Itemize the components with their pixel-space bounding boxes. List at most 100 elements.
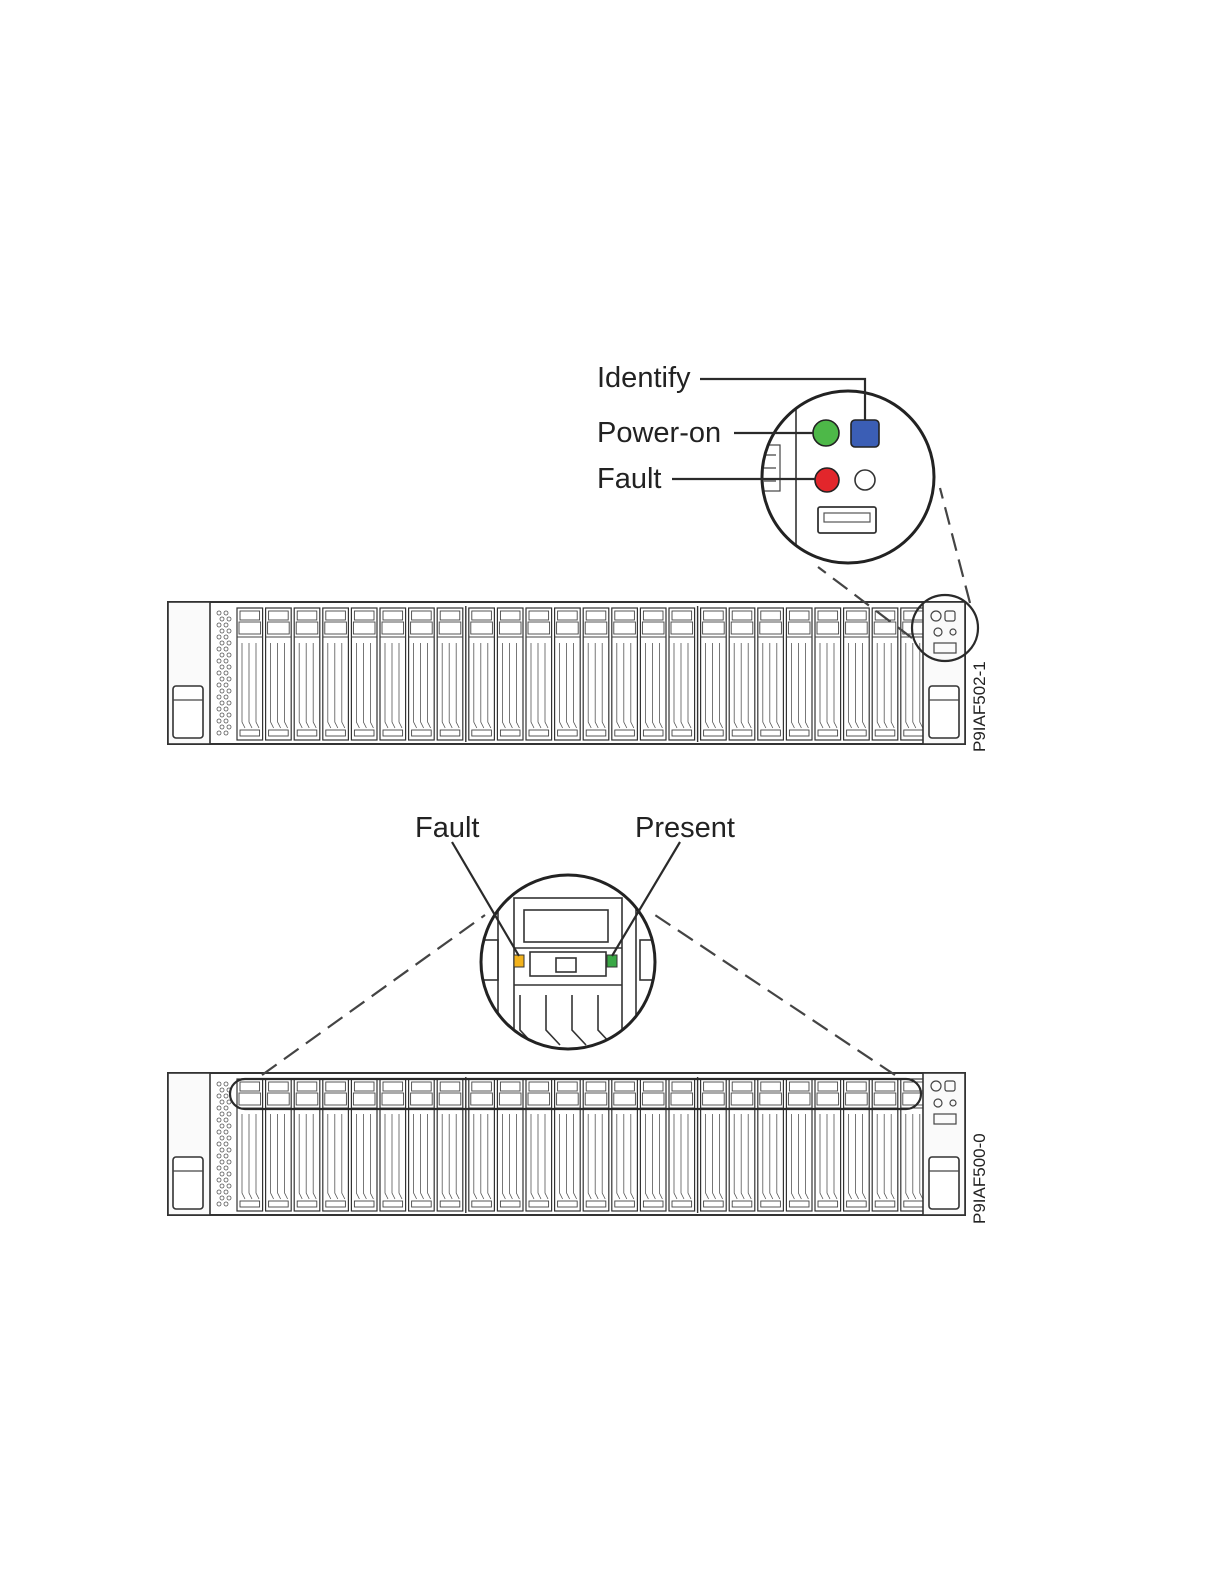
drive-bay [583,1079,609,1211]
drive-bay [815,608,841,740]
right-handle [929,1157,959,1209]
bay-outline [872,1079,898,1211]
drive-bay [555,1079,581,1211]
drive-bay [351,1079,377,1211]
drive-bay [786,608,812,740]
drive-bay [844,1079,870,1211]
bay-outline [612,608,638,740]
bay-outline [729,1079,755,1211]
drive-fault-label: Fault [415,812,479,844]
drive-bay [266,608,292,740]
bay-outline [526,1079,552,1211]
drive-bay [526,1079,552,1211]
bay-outline [583,608,609,740]
bay-outline [437,608,463,740]
bay-outline [526,608,552,740]
control-panel-zoom [760,380,934,600]
power-on-led [813,420,839,446]
drive-bay [729,1079,755,1211]
bay-outline [351,608,377,740]
drive-bay [872,608,898,740]
bay-outline [469,608,495,740]
drive-bay [640,608,666,740]
bay-outline [266,1079,292,1211]
bay-outline [409,1079,435,1211]
bay-outline [669,1079,695,1211]
drive-bay [497,608,523,740]
bay-outline [758,1079,784,1211]
bay-outline [294,1079,320,1211]
drive-bay [437,608,463,740]
drive-bay [469,608,495,740]
bay-outline [701,1079,727,1211]
drive-bay [409,608,435,740]
bay-outline [555,608,581,740]
fault-led [815,468,839,492]
drive-bay [758,608,784,740]
identify-label: Identify [597,362,691,394]
left-handle [173,1157,203,1209]
drive-bay [497,1079,523,1211]
drive-bay [237,608,263,740]
drive-bay [237,1079,263,1211]
bay-outline [701,608,727,740]
bay-outline [237,1079,263,1211]
drive-present-led [607,955,617,967]
drive-bay [844,608,870,740]
drive-bay [786,1079,812,1211]
drive-bay [669,608,695,740]
bay-outline [323,1079,349,1211]
drive-present-label: Present [635,812,735,844]
drive-fault-led [514,955,524,967]
bay-outline [815,608,841,740]
drive-bay [612,608,638,740]
figure-bottom: Fault Present P9IAF500-0 [168,812,989,1224]
bay-outline [437,1079,463,1211]
bay-outline [469,1079,495,1211]
drive-label-window [524,910,608,942]
drive-bay [380,1079,406,1211]
drive-bay [469,1079,495,1211]
server-chassis-bottom [168,1073,965,1215]
fault-label: Fault [597,463,661,495]
drive-bay [815,1079,841,1211]
server-chassis-top [168,602,965,744]
bay-outline [266,608,292,740]
bay-outline [729,608,755,740]
bay-outline [323,608,349,740]
drive-bay [612,1079,638,1211]
drive-bay [437,1079,463,1211]
drive-bay [872,1079,898,1211]
bay-outline [758,608,784,740]
bay-outline [640,1079,666,1211]
bay-outline [612,1079,638,1211]
zoom-guide-right [940,488,970,603]
bay-outline [497,608,523,740]
drive-bay [266,1079,292,1211]
drive-bay [323,608,349,740]
bay-outline [294,608,320,740]
drive-bay [294,1079,320,1211]
bay-outline [409,608,435,740]
usb-port-inner [824,513,870,522]
bay-outline [497,1079,523,1211]
bay-outline [844,1079,870,1211]
right-handle [929,686,959,738]
figure-id-bottom: P9IAF500-0 [970,1133,989,1224]
power-on-label: Power-on [597,417,721,449]
drive-bay [640,1079,666,1211]
bay-outline [583,1079,609,1211]
drive-bay [669,1079,695,1211]
zoom-guide-right [655,915,895,1075]
drive-bay [351,608,377,740]
figure-id-top: P9IAF502-1 [970,661,989,752]
drive-bay [526,608,552,740]
bay-outline [872,608,898,740]
drive-bay [409,1079,435,1211]
drive-bay [294,608,320,740]
figure-top: Identify Power-on Fault P9IAF502-1 [168,362,989,752]
bay-outline [380,608,406,740]
drive-bay [380,608,406,740]
drive-bay [729,608,755,740]
